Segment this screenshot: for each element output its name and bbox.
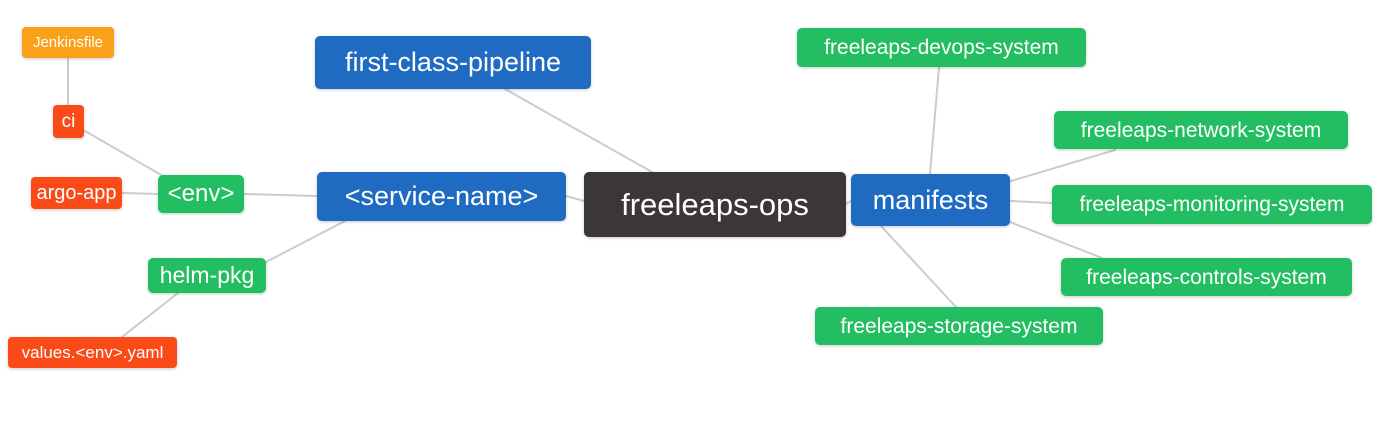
node-jenkinsfile[interactable]: Jenkinsfile bbox=[22, 27, 114, 58]
edge-argo-app-env bbox=[121, 192, 159, 195]
node-freeleaps-monitoring-system[interactable]: freeleaps-monitoring-system bbox=[1052, 185, 1372, 224]
node-freeleaps-controls-system[interactable]: freeleaps-controls-system bbox=[1061, 258, 1352, 296]
node-freeleaps-devops-system[interactable]: freeleaps-devops-system bbox=[797, 28, 1086, 67]
node-freeleaps-storage-system[interactable]: freeleaps-storage-system bbox=[815, 307, 1103, 345]
node-argo-app[interactable]: argo-app bbox=[31, 177, 122, 209]
edge-manifests-storage bbox=[880, 225, 957, 308]
edge-service-name-ops bbox=[565, 195, 585, 202]
edge-manifests-controls bbox=[1009, 221, 1103, 259]
edge-service-name-helm-pkg bbox=[265, 220, 346, 263]
node-values-env-yaml[interactable]: values.<env>.yaml bbox=[8, 337, 177, 368]
node-ci[interactable]: ci bbox=[53, 105, 84, 138]
node-env[interactable]: <env> bbox=[158, 175, 244, 213]
node-freeleaps-ops-root[interactable]: freeleaps-ops bbox=[584, 172, 846, 237]
node-service-name[interactable]: <service-name> bbox=[317, 172, 566, 221]
node-manifests[interactable]: manifests bbox=[851, 174, 1010, 226]
edge-helm-pkg-values bbox=[121, 292, 179, 338]
node-helm-pkg[interactable]: helm-pkg bbox=[148, 258, 266, 293]
node-freeleaps-network-system[interactable]: freeleaps-network-system bbox=[1054, 111, 1348, 149]
edge-manifests-network bbox=[1010, 149, 1116, 182]
edge-ci-env bbox=[84, 130, 164, 177]
edge-ops-manifests bbox=[845, 200, 852, 205]
edge-manifests-devops bbox=[929, 66, 940, 175]
edge-env-service-name bbox=[243, 193, 318, 197]
edge-manifests-monitoring bbox=[1010, 200, 1053, 204]
node-first-class-pipeline[interactable]: first-class-pipeline bbox=[315, 36, 591, 89]
edge-first-class-pipeline-ops bbox=[504, 88, 653, 173]
